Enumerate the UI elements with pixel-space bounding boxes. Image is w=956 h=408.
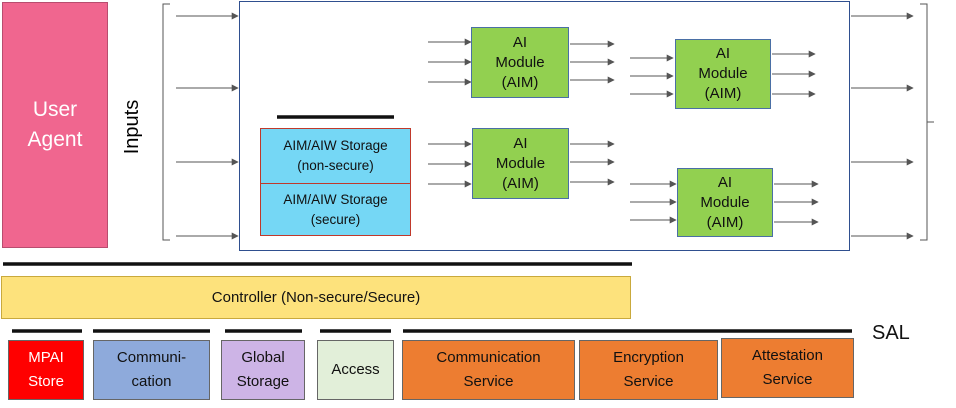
service-label: MPAI Store: [28, 349, 64, 390]
aim-box: AI Module (AIM): [675, 39, 771, 109]
service-encryption-service: Encryption Service: [579, 340, 718, 400]
controller-box: Controller (Non-secure/Secure): [1, 276, 631, 319]
storage-secure-box: AIM/AIW Storage (secure): [260, 183, 411, 236]
service-attestation-service: Attestation Service: [721, 338, 854, 398]
aiw-container: [239, 1, 850, 251]
storage-secure-label: AIM/AIW Storage (secure): [283, 191, 388, 227]
service-global-storage: Global Storage: [221, 340, 305, 400]
user-agent-label: User Agent: [27, 98, 83, 151]
controller-label: Controller (Non-secure/Secure): [211, 289, 421, 306]
service-label: Encryption Service: [613, 349, 684, 390]
outputs-bracket: [920, 3, 928, 241]
service-label: Communi- cation: [116, 349, 187, 390]
service-label: Communication Service: [436, 349, 541, 390]
service-access: Access: [317, 340, 394, 400]
service-communication: Communi- cation: [93, 340, 210, 400]
service-label: Attestation Service: [752, 347, 823, 388]
sal-label: SAL: [872, 322, 910, 344]
inputs-label: Inputs: [120, 99, 143, 155]
storage-non-secure-label: AIM/AIW Storage (non-secure): [283, 138, 388, 173]
inputs-bracket: [162, 3, 170, 241]
aim-label: AI Module (AIM): [700, 173, 750, 231]
aim-box: AI Module (AIM): [472, 128, 569, 199]
aim-box: AI Module (AIM): [471, 27, 569, 98]
aim-box: AI Module (AIM): [677, 168, 773, 237]
aim-label: AI Module (AIM): [495, 33, 545, 91]
service-mpai-store: MPAI Store: [8, 340, 84, 400]
service-communication-service: Communication Service: [402, 340, 575, 400]
user-agent-box: User Agent: [2, 2, 108, 248]
aim-label: AI Module (AIM): [698, 45, 748, 102]
service-label: Access: [331, 361, 380, 378]
service-label: Global Storage: [236, 349, 290, 390]
storage-non-secure-box: AIM/AIW Storage (non-secure): [260, 128, 411, 184]
aim-label: AI Module (AIM): [495, 134, 546, 192]
